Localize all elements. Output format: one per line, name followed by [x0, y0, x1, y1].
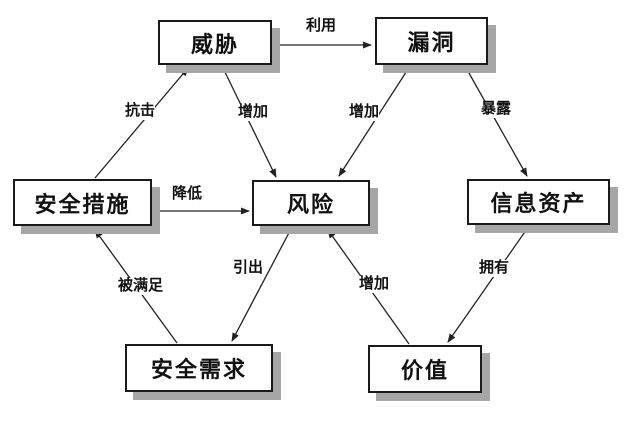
node-threat: 威胁 — [158, 20, 272, 65]
edge-label-increases-threat: 增加 — [238, 103, 269, 121]
edge-label-exposes: 暴露 — [481, 100, 512, 118]
edge-label-owns: 拥有 — [479, 259, 510, 277]
edge-vulnerability-to-information-assets — [464, 65, 528, 177]
edge-label-reduces: 降低 — [172, 185, 203, 203]
node-security-measures-label: 安全措施 — [34, 191, 131, 217]
edge-label-increases-value: 增加 — [359, 275, 390, 293]
node-vulnerability-label: 漏洞 — [407, 30, 456, 55]
node-value-label: 价值 — [400, 358, 449, 383]
edge-risk-to-security-requirements — [231, 226, 293, 342]
edge-vulnerability-to-risk — [338, 65, 411, 177]
node-security-requirements: 安全需求 — [125, 344, 273, 392]
edge-information-assets-to-value — [447, 225, 530, 343]
node-vulnerability: 漏洞 — [375, 17, 488, 65]
edge-label-resists: 抗击 — [125, 102, 156, 120]
edge-security-measures-to-threat — [94, 67, 189, 179]
edge-threat-to-risk — [221, 65, 277, 178]
node-threat-label: 威胁 — [190, 31, 239, 57]
edge-label-satisfied-by: 被满足 — [118, 277, 164, 295]
edge-label-increases-vulnerability: 增加 — [349, 103, 380, 121]
edge-label-exploits: 利用 — [306, 17, 337, 35]
node-security-measures: 安全措施 — [13, 179, 152, 226]
node-risk-label: 风险 — [286, 192, 335, 217]
node-risk: 风险 — [252, 180, 370, 226]
node-information-assets-label: 信息资产 — [490, 191, 587, 216]
node-security-requirements-label: 安全需求 — [150, 357, 247, 382]
node-information-assets: 信息资产 — [467, 179, 610, 225]
node-value: 价值 — [368, 345, 482, 393]
edge-label-leads-to: 引出 — [233, 259, 264, 277]
